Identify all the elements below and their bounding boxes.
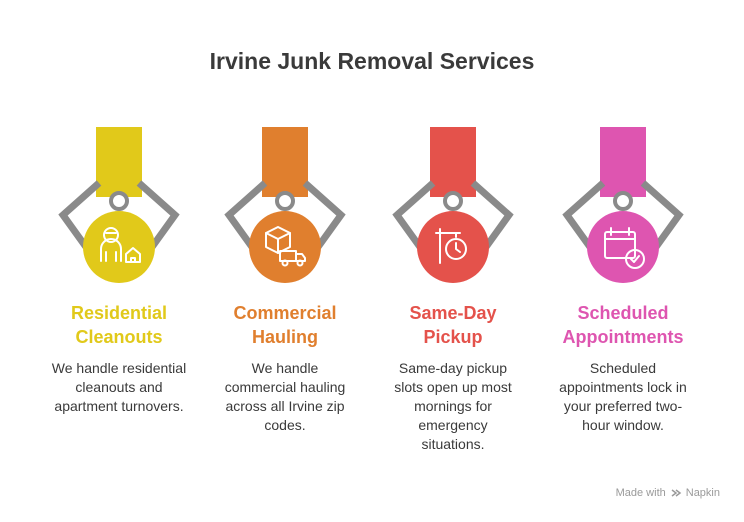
- box-truck-icon: [265, 226, 306, 267]
- claw-graphic: [58, 127, 180, 283]
- person-house-icon: [100, 227, 141, 263]
- page-title: Irvine Junk Removal Services: [209, 48, 535, 74]
- signpost-clock-icon: [435, 228, 467, 264]
- footer-credit: Made with Napkin: [616, 487, 720, 499]
- claw-graphic: [224, 127, 346, 283]
- napkin-brand: Napkin: [685, 487, 720, 499]
- napkin-logo-icon: [671, 489, 681, 497]
- claw-graphic: [392, 127, 514, 283]
- made-with-label: Made with: [615, 487, 666, 499]
- claw-graphic: [562, 127, 684, 283]
- calendar-check-icon: [604, 227, 645, 269]
